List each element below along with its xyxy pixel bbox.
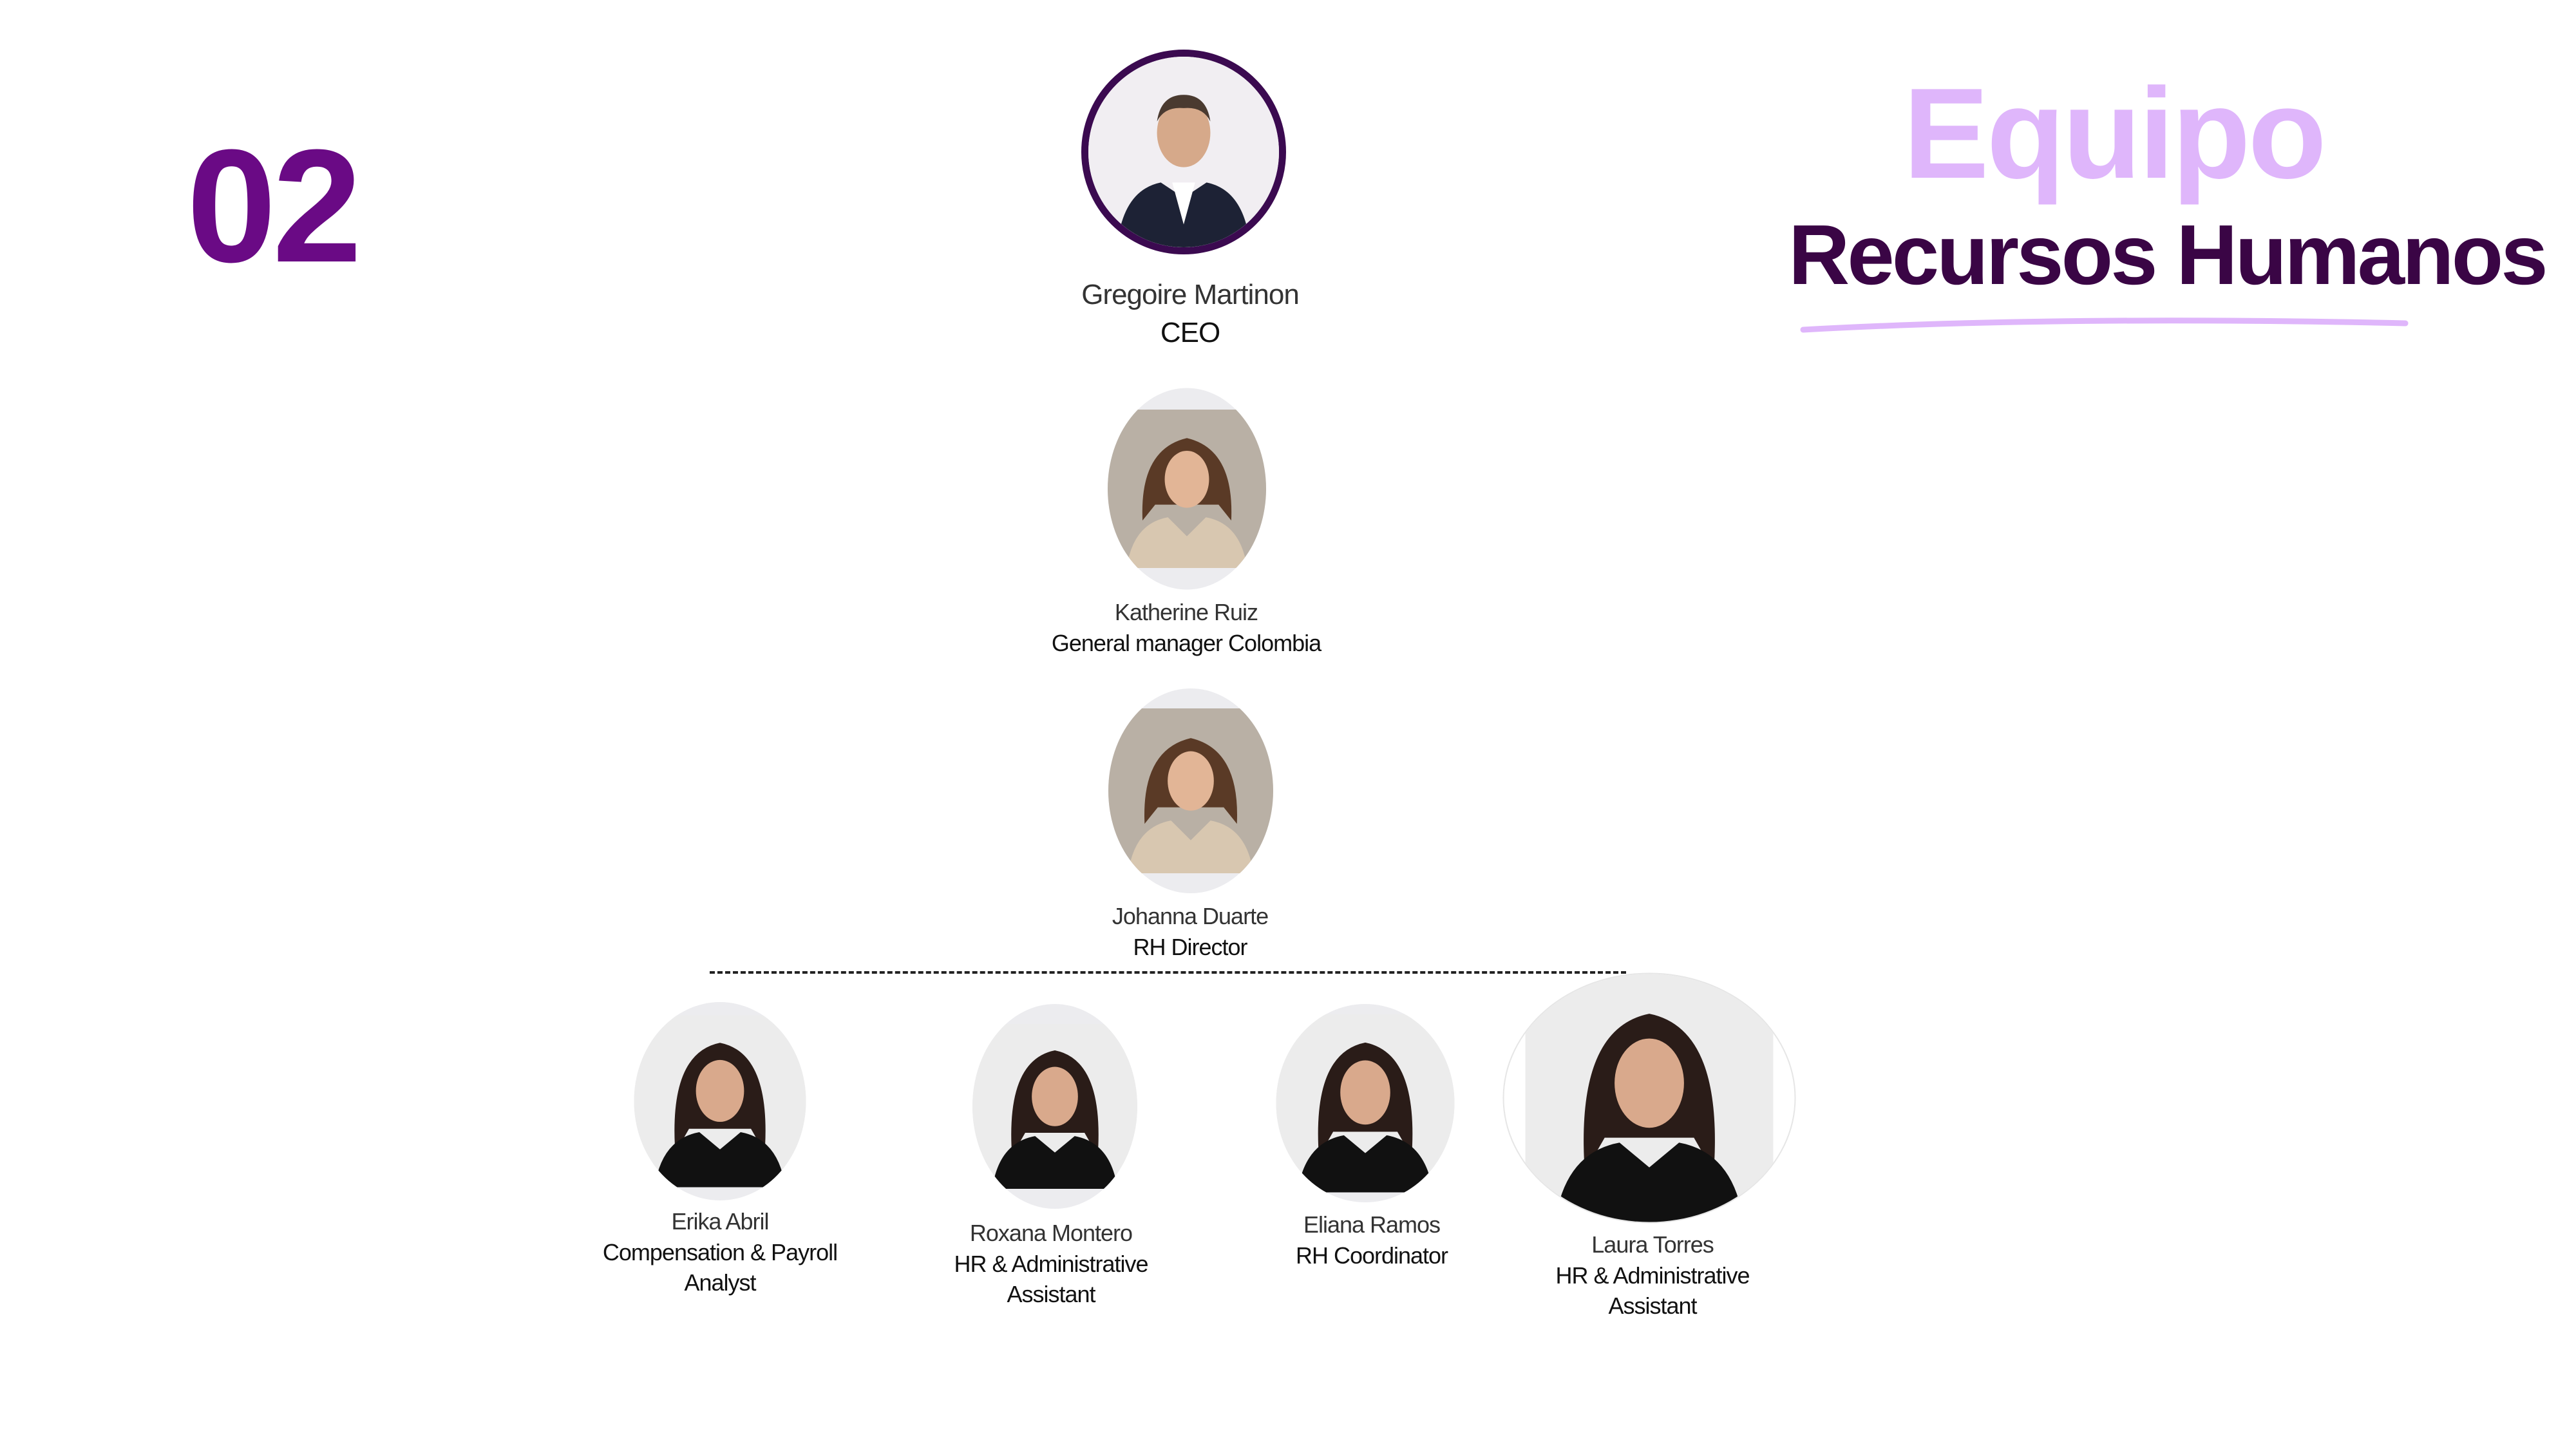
team-avatar-laura	[1502, 972, 1796, 1224]
person-role: Compensation & Payroll	[602, 1239, 838, 1265]
person-role: Assistant	[1608, 1293, 1697, 1319]
person-role: RH Coordinator	[1295, 1242, 1448, 1269]
team-avatar-erika	[634, 1002, 806, 1200]
person-role: CEO	[1160, 317, 1220, 348]
team-card-erika: Erika Abril Compensation & Payroll Analy…	[602, 1206, 838, 1298]
team-avatar-roxana	[972, 1004, 1137, 1209]
person-name: Eliana Ramos	[1303, 1211, 1441, 1238]
person-role: Assistant	[1007, 1281, 1095, 1307]
person-name: Erika Abril	[671, 1208, 769, 1235]
person-role: Analyst	[684, 1269, 756, 1296]
person-role: HR & Administrative	[1555, 1262, 1750, 1289]
person-role: General manager Colombia	[1051, 630, 1321, 656]
slide-title: Equipo	[1903, 62, 2327, 205]
team-avatar-eliana	[1276, 1004, 1455, 1202]
team-card-laura: Laura Torres HR & Administrative Assista…	[1555, 1229, 1750, 1321]
team-card-roxana: Roxana Montero HR & Administrative Assis…	[954, 1218, 1148, 1309]
team-card-eliana: Eliana Ramos RH Coordinator	[1296, 1209, 1448, 1271]
director-avatar	[1108, 688, 1273, 893]
title-underline	[1800, 317, 2409, 333]
team-connector-line	[710, 971, 1626, 974]
gm-avatar	[1108, 388, 1266, 590]
person-name: Johanna Duarte	[1112, 903, 1269, 929]
person-name: Laura Torres	[1591, 1231, 1714, 1258]
person-name: Gregoire Martinon	[1081, 279, 1300, 310]
slide-subtitle: Recursos Humanos	[1788, 207, 2548, 302]
person-name: Roxana Montero	[969, 1220, 1133, 1246]
director-card: Johanna Duarte RH Director	[1112, 901, 1269, 962]
slide-number: 02	[187, 116, 362, 296]
person-role: RH Director	[1133, 934, 1247, 960]
ceo-avatar	[1081, 50, 1286, 254]
person-role: HR & Administrative	[954, 1251, 1148, 1277]
person-name: Katherine Ruiz	[1114, 599, 1258, 625]
ceo-card: Gregoire Martinon CEO	[1081, 276, 1300, 352]
gm-card: Katherine Ruiz General manager Colombia	[1052, 597, 1321, 658]
